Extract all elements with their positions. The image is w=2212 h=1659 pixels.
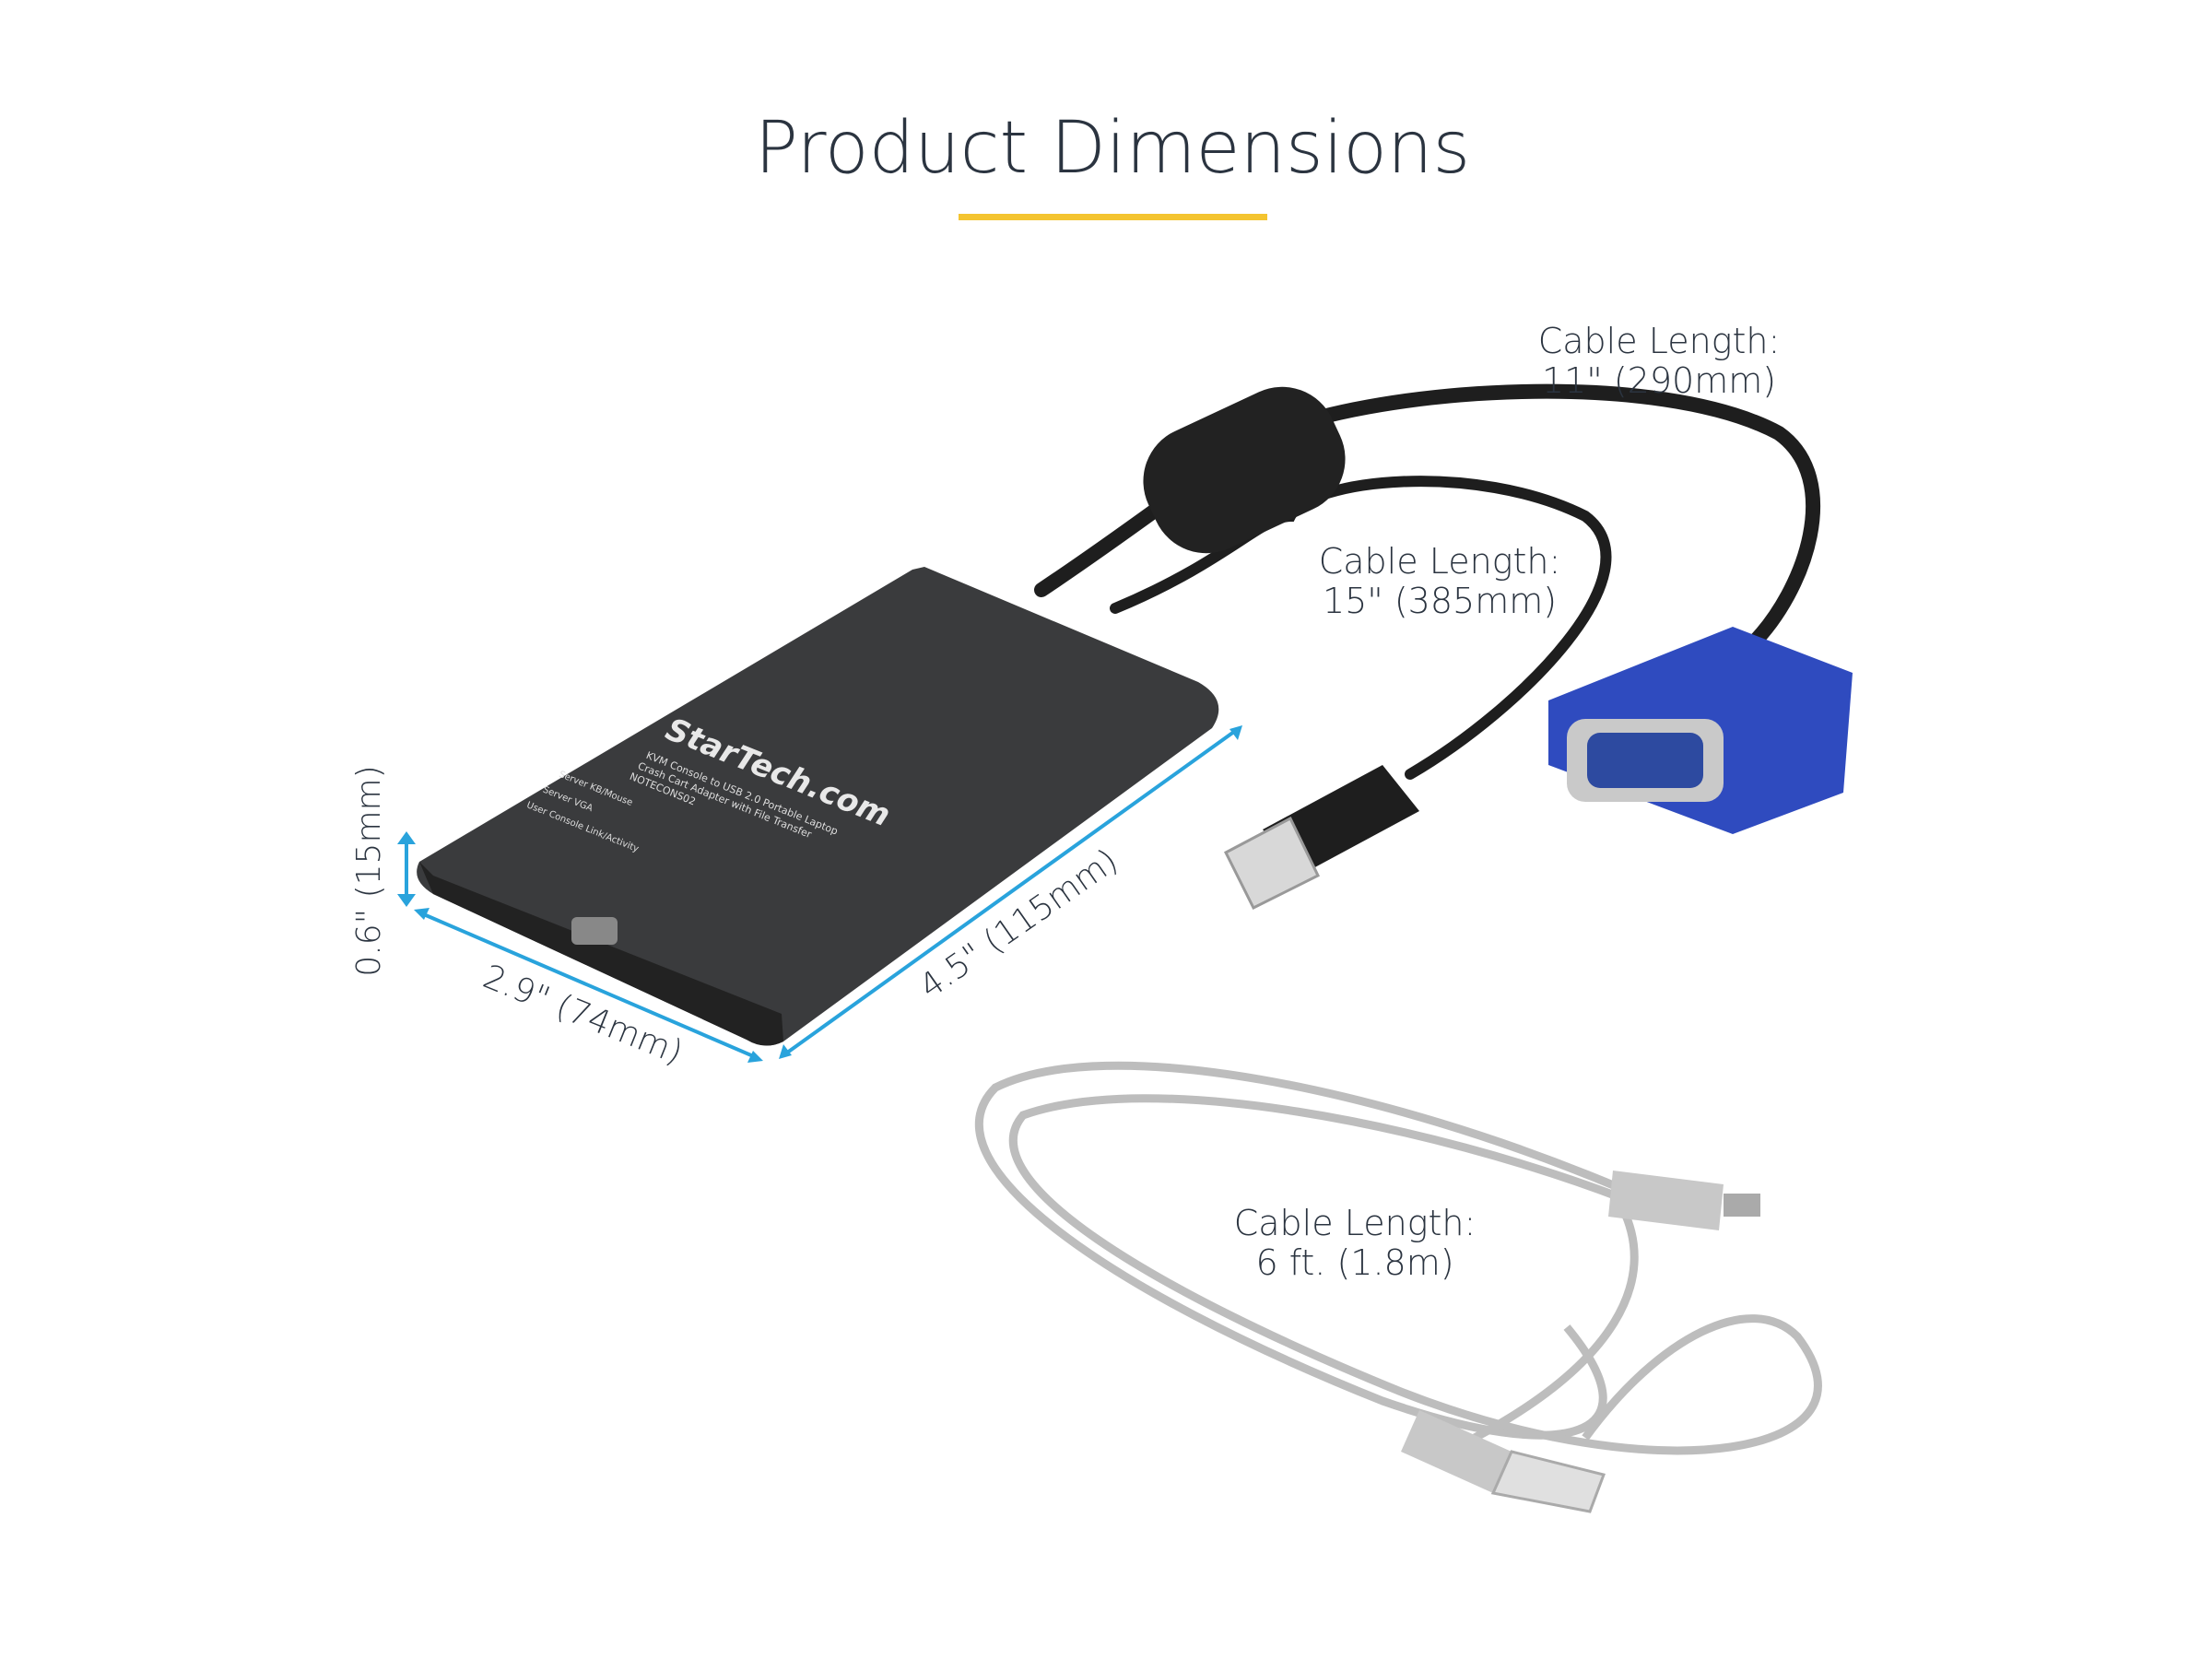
length-arrow [782,727,1240,1057]
title-underline [959,214,1267,220]
dimension-arrows [397,725,1242,1063]
cable-label-6ft: Cable Length: 6 ft. (1.8m) [1234,1203,1477,1283]
svg-text:Cable Length:: Cable Length: [1538,321,1781,361]
mini-usb-port [571,917,618,945]
svg-text:6 ft. (1.8m): 6 ft. (1.8m) [1255,1242,1453,1283]
svg-text:Cable Length:: Cable Length: [1234,1203,1477,1243]
height-label: 0.6" (15mm) [350,765,388,976]
svg-text:Cable Length:: Cable Length: [1319,541,1561,582]
usb-cable [974,1061,1822,1455]
usb-a-connector [1224,765,1419,911]
mini-usb-connector [1608,1171,1760,1230]
vga-connector [1548,627,1853,834]
svg-text:15" (385mm): 15" (385mm) [1323,581,1557,621]
kvm-device: StarTech.com KVM Console to USB 2.0 Port… [417,567,1219,1046]
page-title: Product Dimensions [755,107,1470,190]
width-arrow [418,911,759,1060]
cable-label-11in: Cable Length: 11" (290mm) [1538,321,1781,401]
svg-text:11" (290mm): 11" (290mm) [1542,360,1776,401]
usb-a-plug [1401,1410,1606,1513]
ferrite-core [1143,386,1346,554]
cable-label-15in: Cable Length: 15" (385mm) [1319,541,1561,621]
